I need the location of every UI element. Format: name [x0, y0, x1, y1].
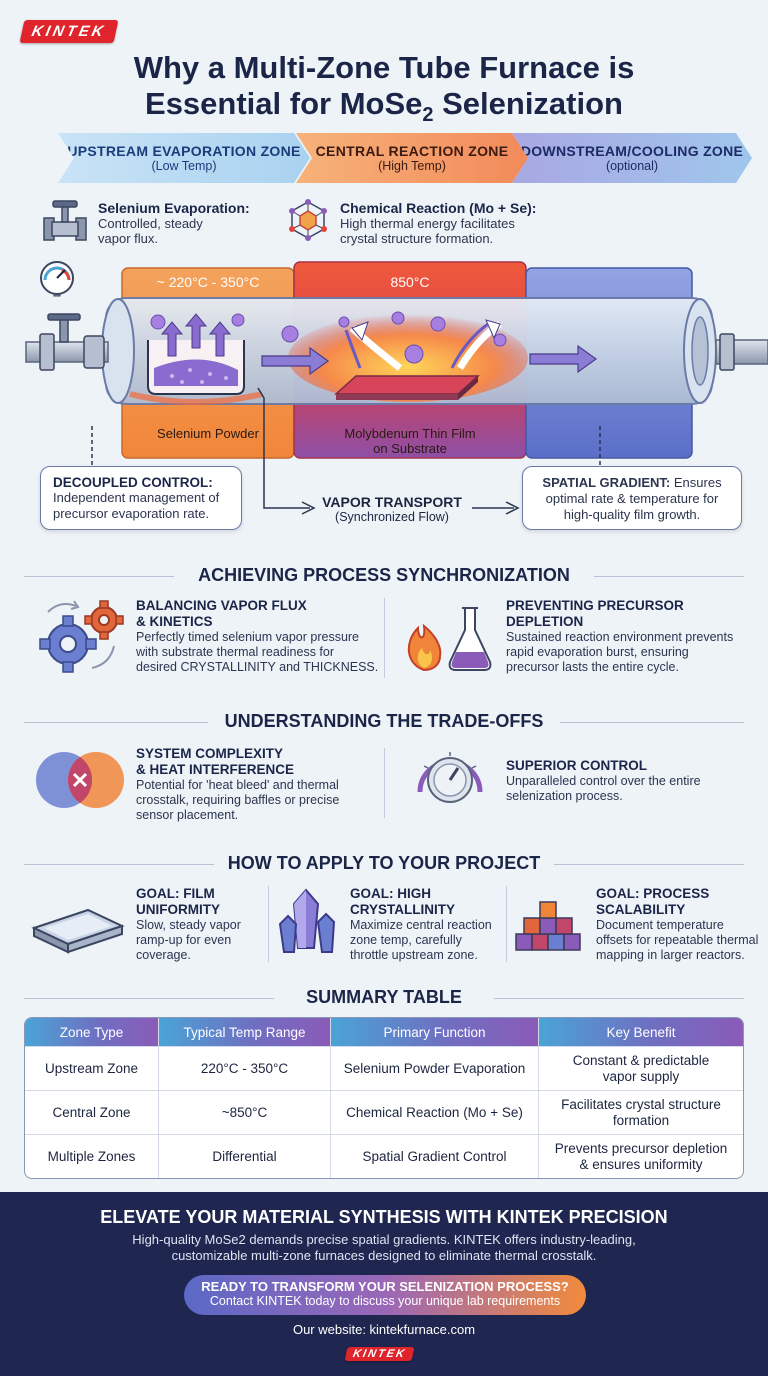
section-title-tradeoffs: UNDERSTANDING THE TRADE-OFFS — [224, 711, 544, 731]
film-wafer-icon — [31, 908, 125, 954]
table-header: Zone Type — [25, 1018, 158, 1046]
table-row: Multiple Zones Differential Spatial Grad… — [25, 1134, 743, 1178]
kintek-logo: KINTEK — [19, 20, 119, 43]
evaporation-note-title: Selenium Evaporation: — [98, 200, 250, 216]
decoupled-control-callout: DECOUPLED CONTROL: Independent managemen… — [40, 466, 242, 530]
page-title-line2: Essential for MoSe2 Selenization — [145, 86, 623, 127]
table-cell: Multiple Zones — [25, 1134, 158, 1178]
upstream-temp-label: ~ 220°C - 350°C — [156, 274, 260, 290]
table-header-row: Zone Type Typical Temp Range Primary Fun… — [25, 1018, 743, 1046]
footer-kintek-logo: KINTEK — [344, 1347, 415, 1361]
sync-item-depletion: PREVENTING PRECURSOR DEPLETION Sustained… — [506, 598, 734, 674]
zone-upstream-banner: UPSTREAM EVAPORATION ZONE (Low Temp) — [58, 133, 310, 183]
apply-item-uniformity: GOAL: FILM UNIFORMITY Slow, steady vapor… — [136, 886, 241, 962]
divider — [560, 722, 744, 723]
table-cell: Central Zone — [25, 1090, 158, 1134]
footer-text: High-quality MoSe2 demands precise spati… — [132, 1232, 636, 1263]
gears-icon — [39, 600, 124, 673]
tradeoff-item-control: SUPERIOR CONTROL Unparalleled control ov… — [506, 758, 701, 803]
table-cell: Prevents precursor depletion& ensures un… — [538, 1134, 743, 1178]
evaporation-note-text2: vapor flux. — [98, 231, 158, 246]
table-cell: ~850°C — [158, 1090, 330, 1134]
apply-item-crystallinity: GOAL: HIGH CRYSTALLINITY Maximize centra… — [350, 886, 492, 962]
table-cell: 220°C - 350°C — [158, 1046, 330, 1090]
spatial-gradient-callout: SPATIAL GRADIENT: Ensures optimal rate &… — [522, 466, 742, 530]
page-title-line1: Why a Multi-Zone Tube Furnace is — [133, 50, 635, 85]
tradeoff-item-complexity: SYSTEM COMPLEXITY & HEAT INTERFERENCE Po… — [136, 746, 340, 822]
reaction-note-title: Chemical Reaction (Mo + Se): — [340, 200, 537, 216]
divider — [554, 864, 744, 865]
table-row: Upstream Zone 220°C - 350°C Selenium Pow… — [25, 1046, 743, 1090]
section-title-summary: SUMMARY TABLE — [306, 987, 462, 1007]
zone-central-banner: CENTRAL REACTION ZONE (High Temp) — [296, 133, 528, 183]
divider — [594, 576, 744, 577]
flame-flask-icon — [408, 607, 492, 672]
evaporation-note-text1: Controlled, steady — [98, 216, 203, 231]
footer-headline: ELEVATE YOUR MATERIAL SYNTHESIS WITH KIN… — [100, 1207, 668, 1227]
divider — [506, 886, 507, 962]
venn-interference-icon — [36, 752, 124, 808]
table-cell: Differential — [158, 1134, 330, 1178]
sync-item-flux: BALANCING VAPOR FLUX & KINETICS Perfectl… — [136, 598, 379, 674]
divider — [24, 998, 274, 999]
divider — [384, 748, 385, 818]
zone-downstream-banner: DOWNSTREAM/COOLING ZONE (optional) — [512, 133, 752, 183]
table-header: Typical Temp Range — [158, 1018, 330, 1046]
connector-lines — [91, 387, 601, 515]
crystal-icon — [278, 888, 336, 953]
table-cell: Selenium Powder Evaporation — [330, 1046, 538, 1090]
divider — [24, 864, 214, 865]
table-cell: Chemical Reaction (Mo + Se) — [330, 1090, 538, 1134]
table-header: Key Benefit — [538, 1018, 743, 1046]
apply-item-scalability: GOAL: PROCESS SCALABILITY Document tempe… — [596, 886, 759, 962]
divider — [24, 722, 208, 723]
website-link[interactable]: Our website: kintekfurnace.com — [292, 1322, 476, 1337]
valve-icon — [43, 200, 87, 241]
molybdenum-film-label: Molybdenum Thin Film on Substrate — [344, 426, 476, 456]
divider — [494, 998, 744, 999]
cta-button[interactable]: READY TO TRANSFORM YOUR SELENIZATION PRO… — [184, 1275, 586, 1315]
control-dial-icon — [417, 752, 483, 803]
divider — [268, 886, 269, 962]
section-title-apply: HOW TO APPLY TO YOUR PROJECT — [227, 853, 541, 873]
vapor-transport-label: VAPOR TRANSPORT (Synchronized Flow) — [322, 494, 462, 524]
table-cell: Spatial Gradient Control — [330, 1134, 538, 1178]
table-header: Primary Function — [330, 1018, 538, 1046]
divider — [384, 598, 385, 678]
reaction-note-text2: crystal structure formation. — [340, 231, 494, 246]
reaction-note-text1: High thermal energy facilitates — [340, 216, 515, 231]
summary-table: Zone Type Typical Temp Range Primary Fun… — [24, 1017, 744, 1179]
tube-furnace-illustration — [25, 261, 768, 459]
selenium-powder-label: Selenium Powder — [157, 426, 259, 441]
table-cell: Upstream Zone — [25, 1046, 158, 1090]
table-row: Central Zone ~850°C Chemical Reaction (M… — [25, 1090, 743, 1134]
divider — [24, 576, 174, 577]
cubes-icon — [515, 901, 581, 951]
crystal-lattice-icon — [289, 199, 327, 241]
central-temp-label: 850°C — [390, 274, 430, 290]
section-title-sync: ACHIEVING PROCESS SYNCHRONIZATION — [198, 565, 570, 585]
